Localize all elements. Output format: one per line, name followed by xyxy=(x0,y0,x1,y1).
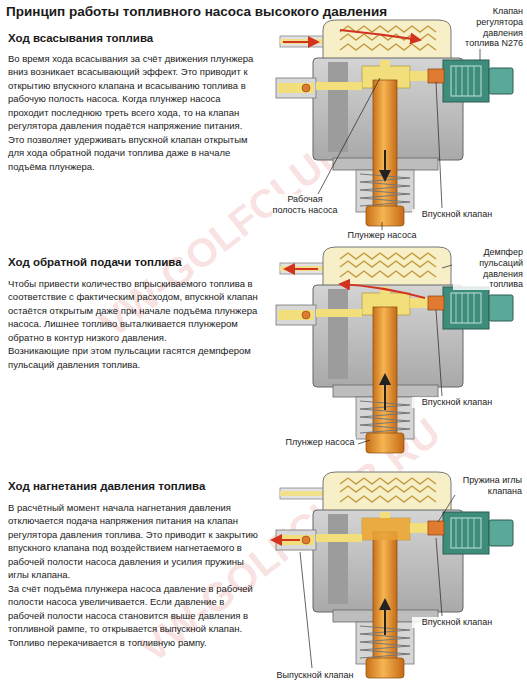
body-text: Во время хода всасывания за счёт движени… xyxy=(8,52,258,173)
body-text: В расчётный момент начала нагнетания дав… xyxy=(8,501,258,582)
part-label: Выпускной клапан xyxy=(270,670,360,681)
body-text: Чтобы привести количество впрыскиваемого… xyxy=(8,277,258,344)
part-label: Плунжер насоса xyxy=(342,230,422,241)
body-text: Возникающие при этом пульсации гасятся д… xyxy=(8,344,258,371)
part-label: Пружина иглы клапана xyxy=(456,475,522,497)
part-label: Впускной клапан xyxy=(412,617,502,628)
section-heading: Ход всасывания топлива xyxy=(8,32,258,46)
part-label: Демпфер пульсаций давления топлива xyxy=(453,247,523,290)
body-text: За счёт подъёма плунжера насоса давление… xyxy=(8,582,258,649)
section-heading: Ход нагнетания давления топлива xyxy=(8,480,258,494)
part-label: Плунжер насоса xyxy=(284,437,356,448)
part-label: Впускной клапан xyxy=(412,397,502,408)
part-label: Клапан регулятора давления топлива N276 xyxy=(455,6,523,49)
pump-section-pressure xyxy=(272,472,513,678)
part-label: Рабочая полость насоса xyxy=(272,194,338,216)
section-heading: Ход обратной подачи топлива xyxy=(8,256,258,270)
page-title: Принцип работы топливного насоса высоког… xyxy=(6,4,521,21)
part-label: Впускной клапан xyxy=(412,209,502,220)
